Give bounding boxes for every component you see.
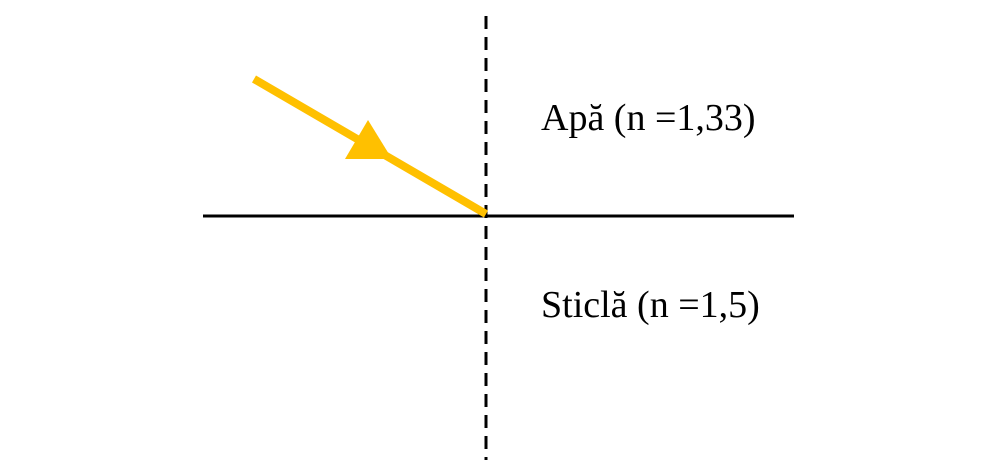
glass-medium-label: Sticlă (n =1,5) bbox=[541, 284, 760, 326]
incident-ray-arrowhead bbox=[345, 120, 392, 159]
water-medium-label: Apă (n =1,33) bbox=[541, 97, 756, 139]
